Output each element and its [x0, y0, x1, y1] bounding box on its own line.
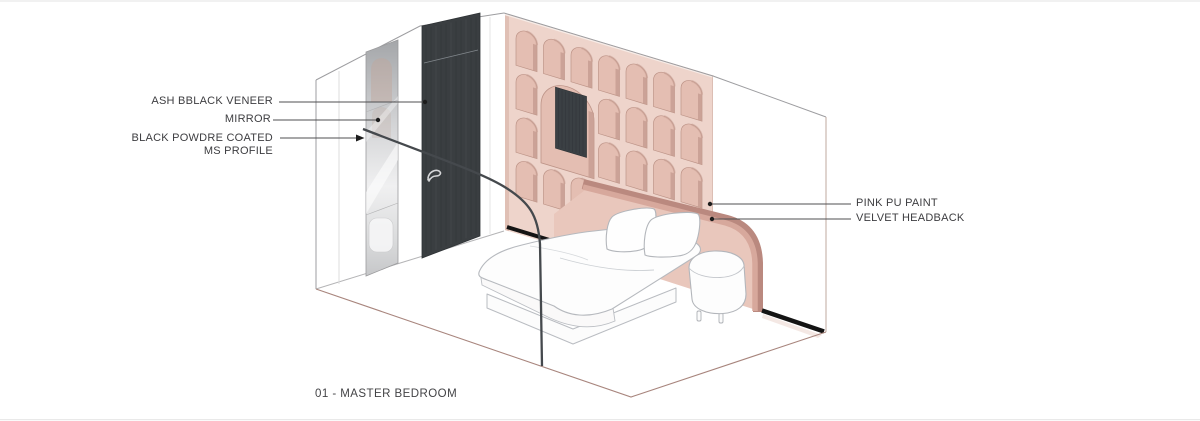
- niche-arch-shade: [609, 143, 620, 157]
- dark-veneer-insert: [556, 87, 587, 157]
- drawing-caption: 01 - MASTER BEDROOM: [315, 388, 458, 400]
- pouf: [689, 251, 746, 323]
- niche-shadow: [643, 120, 647, 149]
- duvet-crease: [560, 258, 654, 271]
- niche-arch-shade: [554, 170, 565, 184]
- niche-shadow: [560, 182, 565, 211]
- leader-dot-pink-pu: [707, 201, 713, 207]
- mirror-streak: [366, 142, 398, 214]
- niche-arch-shade: [527, 31, 538, 45]
- pouf-leg: [697, 311, 701, 321]
- door-grain: [426, 17, 476, 254]
- leader-dot-mirror: [375, 117, 381, 123]
- pillow-right: [644, 212, 700, 257]
- niche-shadow: [615, 155, 620, 184]
- leader-arrow-ms-profile: [356, 134, 365, 142]
- leader-dot-velvet: [709, 216, 715, 222]
- niche-shadow: [533, 174, 537, 203]
- niche-arch-shade: [527, 75, 538, 89]
- niche-arch-shade: [609, 56, 620, 70]
- skirting-right-segment: [762, 311, 824, 332]
- niche-arch-shade: [664, 116, 675, 130]
- velvet-headback-band: [583, 184, 758, 312]
- floor-shadow: [762, 314, 822, 338]
- niche-arch-shade: [582, 48, 593, 62]
- niche-arch-shade: [692, 124, 703, 138]
- label-mirror: MIRROR: [224, 113, 271, 125]
- bed: [479, 208, 701, 344]
- mirror-reflection-arch: [371, 58, 392, 102]
- niche-shadow: [533, 130, 537, 159]
- label-velvet-headback: VELVET HEADBACK: [856, 212, 965, 224]
- niche-arch-shade: [527, 118, 538, 132]
- niche-shadow: [670, 85, 675, 113]
- label-ms-profile-line2: MS PROFILE: [203, 145, 273, 157]
- mirror-reflection-arch-2: [372, 107, 391, 138]
- niche-arch-shade: [527, 162, 538, 176]
- niche-arch-shade: [692, 168, 703, 182]
- shelf-wall-left-return: [505, 13, 509, 232]
- niche-arch-shade: [609, 100, 620, 114]
- niche-arch-shade: [692, 81, 703, 95]
- label-ms-profile: BLACK POWDRE COATED MS PROFILE: [132, 132, 273, 158]
- niche-shadow: [533, 43, 537, 72]
- niche-shadow: [560, 52, 565, 80]
- dark-insert-grain: [559, 90, 584, 155]
- niche-shadow: [698, 136, 702, 165]
- label-ms-profile-line1: BLACK POWDRE COATED: [131, 132, 273, 144]
- niche-shadow: [698, 180, 702, 209]
- mirror-reflection-line-2: [366, 203, 398, 215]
- niche-arch-shade: [637, 108, 648, 122]
- mirror-streak-2: [366, 96, 398, 142]
- niche-shadow: [615, 68, 620, 97]
- bed-base: [487, 288, 676, 344]
- mirror-reflection-pouf: [369, 218, 393, 252]
- duvet-crease-2: [530, 246, 588, 260]
- niche-arch-shade: [554, 40, 565, 54]
- mirror-panel: [366, 40, 398, 276]
- niche-shadow: [615, 112, 620, 140]
- floor-front-edges: [316, 289, 826, 397]
- leader-lines: [273, 99, 851, 222]
- niche-shadow: [533, 87, 537, 116]
- niche-shadow: [588, 60, 592, 89]
- niche-shadow: [670, 172, 675, 200]
- door-seam: [424, 50, 478, 63]
- pouf-leg-2: [719, 313, 723, 323]
- niche-arch-shade: [637, 151, 648, 165]
- niche-shadow: [643, 163, 647, 192]
- back-wall-top-edge: [504, 13, 826, 117]
- niche-arch-shade: [664, 73, 675, 87]
- pouf-body: [689, 251, 746, 314]
- niche-shadow: [698, 93, 702, 122]
- door: [422, 13, 480, 258]
- niche-arch-shade: [637, 64, 648, 78]
- label-ash-veneer: ASH BBLACK VENEER: [151, 95, 273, 107]
- pouf-seam: [689, 266, 744, 278]
- leader-dot-ash-veneer: [422, 99, 428, 105]
- left-wall-base-edge: [316, 231, 504, 289]
- niche-shadow: [670, 128, 675, 157]
- velvet-headback-band-inner: [583, 187, 755, 311]
- niche-shadow: [643, 76, 647, 105]
- ms-profile-curve: [363, 129, 542, 366]
- label-pink-pu-paint: PINK PU PAINT: [856, 197, 938, 209]
- tv-niche: [541, 79, 594, 179]
- niche-arch-shade: [664, 160, 675, 174]
- shelf-wall-top-highlight: [505, 15, 713, 77]
- door-handle: [427, 170, 440, 181]
